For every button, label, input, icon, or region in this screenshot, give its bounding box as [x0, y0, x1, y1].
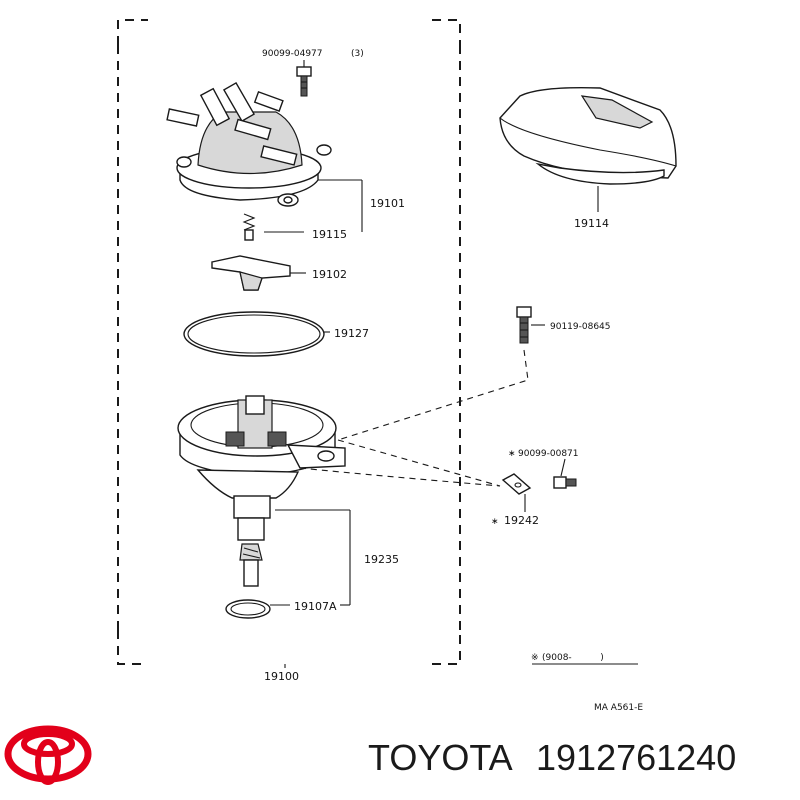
note-text: (9008- ) — [542, 653, 604, 663]
label-cap-bolt-qty: (3) — [351, 49, 364, 59]
label-shaft-gear: 19235 — [364, 553, 399, 566]
label-cap-bolt: 90099-04977 — [262, 49, 323, 59]
label-screw: 90099-00871 — [518, 449, 579, 459]
label-o-ring-small: 19107A — [294, 600, 337, 613]
spring-contact-drawing — [242, 213, 256, 241]
distributor-cap-drawing — [166, 81, 332, 207]
note-mark: ※ — [531, 653, 539, 663]
label-cover: 19114 — [574, 217, 609, 230]
marker-screw: ∗ — [508, 449, 516, 459]
part-labels: 90099-04977 (3) 19101 19115 19102 19127 … — [262, 49, 643, 713]
toyota-logo-icon — [4, 725, 92, 785]
o-ring-large-drawing — [183, 311, 325, 357]
brand-part-number: 1912761240 — [536, 737, 736, 778]
marker-clamp: ∗ — [491, 517, 499, 527]
distributor-housing-drawing — [177, 395, 346, 499]
o-ring-small-drawing — [225, 599, 271, 619]
cover-drawing — [499, 86, 677, 185]
cap-bolt-drawing — [296, 66, 312, 97]
brand-name: TOYOTA — [368, 737, 513, 778]
label-rotor: 19102 — [312, 268, 347, 281]
clamp-drawing — [501, 473, 532, 495]
rotor-drawing — [211, 255, 291, 291]
diagram-code: MA A561-E — [594, 703, 643, 713]
label-cap-assembly: 19101 — [370, 197, 405, 210]
shaft-drawing — [233, 495, 271, 587]
label-clamp: 19242 — [504, 514, 539, 527]
label-spring-contact: 19115 — [312, 228, 347, 241]
label-distributor-assembly: 19100 — [264, 670, 299, 683]
label-side-bolt: 90119-08645 — [550, 322, 611, 332]
screw-drawing — [553, 476, 577, 489]
leader-lines — [264, 60, 638, 668]
side-bolt-drawing — [516, 306, 532, 344]
relation-lines — [299, 349, 529, 487]
assembly-frame — [117, 19, 461, 665]
label-o-ring-large: 19127 — [334, 327, 369, 340]
